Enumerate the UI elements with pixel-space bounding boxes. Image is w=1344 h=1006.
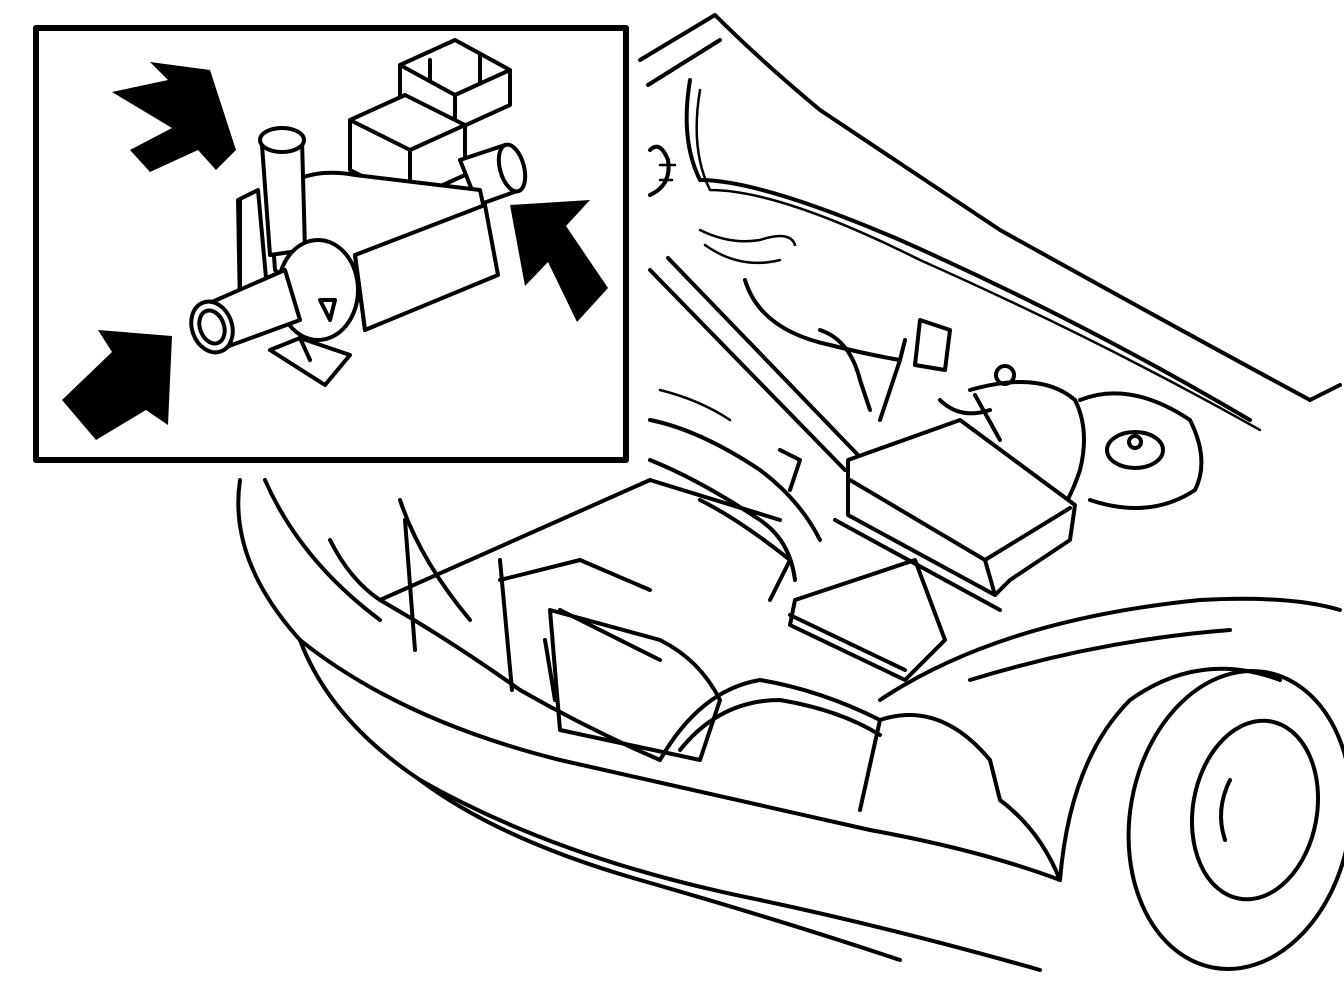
- detail-inset: [33, 25, 629, 463]
- arrow-top-left: [112, 62, 236, 172]
- hood-prop-rod: [648, 268, 847, 472]
- valve-component: [189, 38, 528, 387]
- car-illustration: [236, 13, 1344, 972]
- engine-bay: [648, 144, 1204, 682]
- front-wheel: [1126, 669, 1344, 971]
- pointer-arrows: [62, 62, 608, 440]
- car-body: [236, 478, 1342, 972]
- open-hood: [638, 13, 1342, 432]
- arrow-bottom-left: [62, 330, 172, 440]
- arrow-right: [510, 200, 608, 322]
